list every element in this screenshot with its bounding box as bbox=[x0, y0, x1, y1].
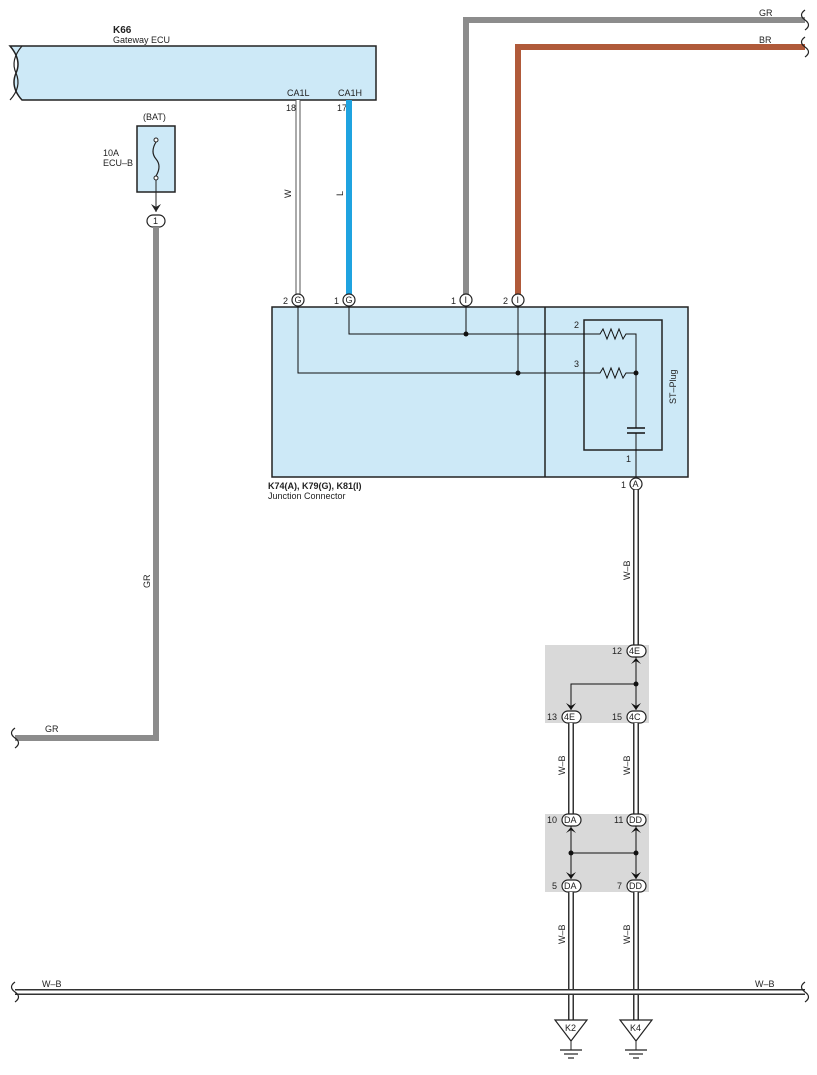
svg-text:G: G bbox=[295, 295, 302, 305]
junction-pin-1g[interactable]: G bbox=[342, 293, 356, 307]
gateway-ecu[interactable] bbox=[8, 45, 377, 101]
junction-codes: K74(A), K79(G), K81(I) bbox=[268, 481, 362, 491]
splice-1-left-num: 13 bbox=[547, 712, 557, 722]
svg-text:4C: 4C bbox=[629, 712, 641, 722]
svg-text:DD: DD bbox=[629, 815, 642, 825]
wire-gr-top[interactable] bbox=[463, 17, 805, 295]
ground-k4[interactable] bbox=[618, 1019, 654, 1059]
splice-1-top-num: 12 bbox=[612, 646, 622, 656]
label-wire-l: L bbox=[335, 191, 345, 196]
ground-k2-label: K2 bbox=[565, 1023, 576, 1033]
wire-br-top[interactable] bbox=[515, 44, 805, 295]
junction-pin-1i-num: 1 bbox=[451, 296, 456, 306]
splice-2[interactable]: DA DD DA DD bbox=[561, 813, 647, 893]
junction-pin-2i[interactable]: I bbox=[511, 293, 525, 307]
fuse-ecu-b[interactable] bbox=[136, 125, 176, 193]
st-plug-pin-1: 1 bbox=[626, 454, 631, 464]
label-wire-wb-bus-left: W–B bbox=[42, 979, 62, 989]
fuse-rating: 10A bbox=[103, 148, 119, 158]
svg-text:DA: DA bbox=[564, 881, 577, 891]
wire-break-gr-left bbox=[10, 727, 20, 749]
st-plug-pin-2: 2 bbox=[574, 320, 579, 330]
label-wire-gr-top: GR bbox=[759, 8, 773, 18]
junction-pin-1a-num: 1 bbox=[621, 480, 626, 490]
ecu-pin-ca1h-label: CA1H bbox=[338, 88, 362, 98]
st-plug-pin-3: 3 bbox=[574, 359, 579, 369]
label-wire-wb-bus-right: W–B bbox=[755, 979, 775, 989]
svg-text:DA: DA bbox=[564, 815, 577, 825]
junction-name: Junction Connector bbox=[268, 491, 346, 501]
splice-1-right-num: 15 bbox=[612, 712, 622, 722]
svg-text:4E: 4E bbox=[629, 646, 640, 656]
wire-gr-left[interactable] bbox=[15, 227, 159, 741]
svg-text:A: A bbox=[633, 479, 639, 489]
svg-text:DD: DD bbox=[629, 881, 642, 891]
junction-connector[interactable] bbox=[271, 306, 689, 478]
junction-pin-2i-num: 2 bbox=[503, 296, 508, 306]
ground-k2[interactable] bbox=[553, 1019, 589, 1059]
wire-break-br bbox=[800, 36, 810, 58]
fuse-source: (BAT) bbox=[143, 112, 166, 122]
label-wire-wb-5: W–B bbox=[622, 924, 632, 944]
junction-pin-1g-num: 1 bbox=[334, 296, 339, 306]
junction-pin-2g-num: 2 bbox=[283, 296, 288, 306]
ecu-name: Gateway ECU bbox=[113, 35, 170, 45]
wire-break-bus-left bbox=[10, 981, 20, 1003]
splice-1[interactable]: 4E 4E 4C bbox=[561, 644, 647, 724]
label-wire-gr-bottom: GR bbox=[45, 724, 59, 734]
label-wire-wb-1: W–B bbox=[622, 560, 632, 580]
label-wire-wb-4: W–B bbox=[557, 924, 567, 944]
label-wire-wb-3: W–B bbox=[622, 755, 632, 775]
svg-text:I: I bbox=[517, 295, 520, 305]
wire-break-bus-right bbox=[800, 981, 810, 1003]
st-plug-label: ST–Plug bbox=[668, 369, 678, 404]
wire-break-gr bbox=[800, 9, 810, 31]
label-wire-gr-left: GR bbox=[142, 574, 152, 588]
junction-pin-1i[interactable]: I bbox=[459, 293, 473, 307]
svg-text:4E: 4E bbox=[564, 712, 575, 722]
fuse-name: ECU–B bbox=[103, 158, 133, 168]
ecu-pin-18: 18 bbox=[286, 103, 296, 113]
svg-text:I: I bbox=[465, 295, 468, 305]
splice-2-top-left-num: 10 bbox=[547, 815, 557, 825]
st-plug[interactable] bbox=[593, 327, 645, 477]
splice-2-bot-left-num: 5 bbox=[552, 881, 557, 891]
junction-pin-2g[interactable]: G bbox=[291, 293, 305, 307]
junction-internal-wiring bbox=[297, 306, 593, 376]
junction-pin-1a[interactable]: A bbox=[629, 477, 643, 491]
fuse-connector-pin: 1 bbox=[153, 216, 158, 226]
ecu-pin-17: 17 bbox=[337, 103, 347, 113]
label-wire-br-top: BR bbox=[759, 35, 772, 45]
svg-text:G: G bbox=[346, 295, 353, 305]
label-wire-w: W bbox=[283, 189, 293, 198]
label-wire-wb-2: W–B bbox=[557, 755, 567, 775]
splice-2-top-right-num: 11 bbox=[614, 815, 623, 825]
ecu-code: K66 bbox=[113, 25, 132, 36]
splice-2-bot-right-num: 7 bbox=[617, 881, 622, 891]
ecu-pin-ca1l-label: CA1L bbox=[287, 88, 310, 98]
ground-k4-label: K4 bbox=[630, 1023, 641, 1033]
